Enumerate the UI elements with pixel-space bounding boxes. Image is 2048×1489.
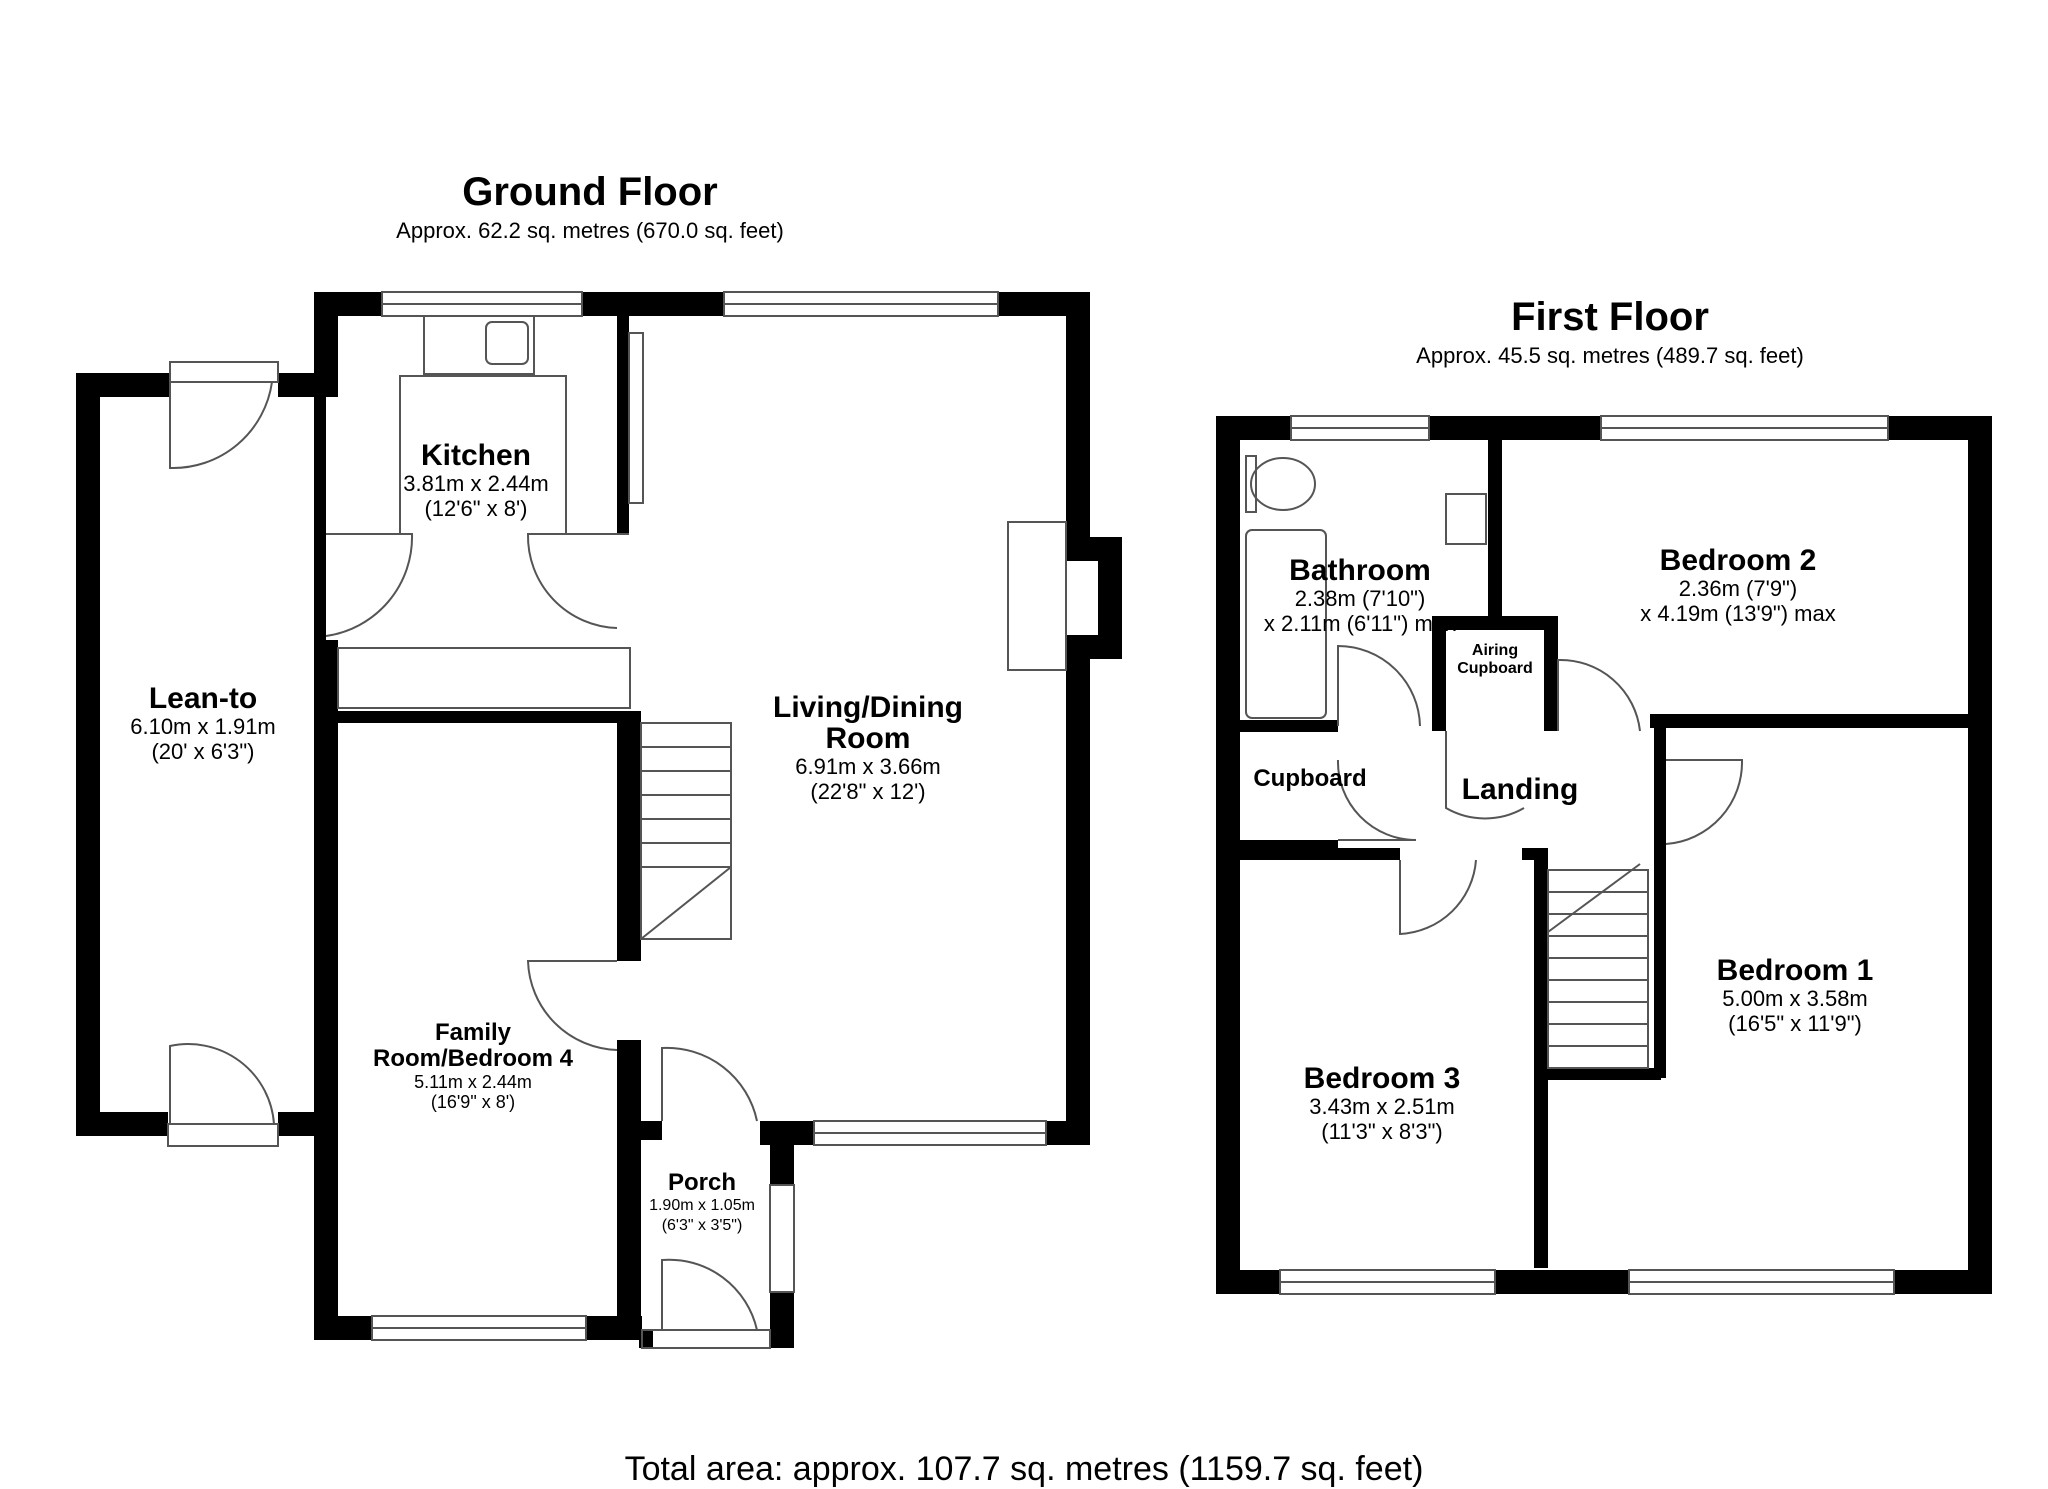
room-porch: Porch 1.90m x 1.05m (6'3" x 3'5") <box>649 1170 755 1236</box>
room-name: Porch <box>667 1169 737 1196</box>
room-family-bedroom-4: Family Room/Bedroom 4 5.11m x 2.44m (16'… <box>372 1019 574 1113</box>
room-bathroom: Bathroom 2.38m (7'10") x 2.11m (6'11") m… <box>1264 555 1456 636</box>
room-dimensions: 5.11m x 2.44m <box>414 1072 532 1092</box>
room-name: Kitchen <box>420 439 532 472</box>
first-floor-area: Approx. 45.5 sq. metres (489.7 sq. feet) <box>1416 343 1804 368</box>
room-dimensions-imperial: (11'3" x 8'3") <box>1321 1119 1443 1144</box>
room-dimensions-imperial: (16'9" x 8') <box>430 1092 516 1112</box>
room-landing: Landing <box>1462 774 1579 805</box>
room-dimensions-imperial: x 2.11m (6'11") max <box>1263 611 1457 636</box>
first-floor-title: First Floor <box>1511 295 1709 339</box>
room-name-line2: Room/Bedroom 4 <box>372 1045 574 1072</box>
total-area-caption: Total area: approx. 107.7 sq. metres (11… <box>624 1450 1424 1488</box>
room-dimensions-imperial: x 4.19m (13'9") max <box>1640 601 1836 626</box>
ground-floor-walls <box>76 292 1122 1348</box>
room-name-line2: Room <box>825 722 911 755</box>
room-living-dining: Living/Dining Room 6.91m x 3.66m (22'8" … <box>773 692 963 804</box>
fixtures <box>167 291 1895 1349</box>
room-dimensions-imperial: (16'5" x 11'9") <box>1728 1011 1862 1036</box>
room-name-line1: Airing <box>1471 642 1519 659</box>
room-dimensions: 1.90m x 1.05m <box>649 1197 755 1214</box>
room-name: Lean-to <box>148 682 258 715</box>
ground-floor-title: Ground Floor <box>462 170 718 214</box>
room-bedroom-1: Bedroom 1 5.00m x 3.58m (16'5" x 11'9") <box>1717 955 1874 1036</box>
room-name: Bedroom 2 <box>1659 544 1817 577</box>
ground-floor-area: Approx. 62.2 sq. metres (670.0 sq. feet) <box>396 218 784 243</box>
room-dimensions: 6.10m x 1.91m <box>130 714 276 739</box>
room-name-line1: Family <box>434 1019 512 1046</box>
room-dimensions: 2.38m (7'10") <box>1294 586 1426 611</box>
room-dimensions: 6.91m x 3.66m <box>795 754 941 779</box>
room-lean-to: Lean-to 6.10m x 1.91m (20' x 6'3") <box>130 683 276 764</box>
first-floor-walls <box>1216 416 1992 1294</box>
room-name-line2: Cupboard <box>1457 660 1533 677</box>
room-bedroom-2: Bedroom 2 2.36m (7'9") x 4.19m (13'9") m… <box>1640 545 1835 626</box>
room-dimensions-imperial: (12'6" x 8') <box>424 496 528 521</box>
room-dimensions-imperial: (6'3" x 3'5") <box>661 1217 743 1234</box>
room-bedroom-3: Bedroom 3 3.43m x 2.51m (11'3" x 8'3") <box>1304 1063 1461 1144</box>
room-dimensions: 3.43m x 2.51m <box>1309 1094 1455 1119</box>
room-name: Bathroom <box>1289 554 1431 587</box>
room-name-line1: Living/Dining <box>773 691 963 724</box>
room-dimensions: 2.36m (7'9") <box>1678 576 1798 601</box>
room-dimensions-imperial: (22'8" x 12') <box>810 779 926 804</box>
room-name: Bedroom 3 <box>1303 1062 1461 1095</box>
room-dimensions: 3.81m x 2.44m <box>403 471 549 496</box>
room-airing-cupboard: Airing Cupboard <box>1457 642 1533 678</box>
room-cupboard: Cupboard <box>1253 766 1366 792</box>
room-dimensions-imperial: (20' x 6'3") <box>151 739 255 764</box>
room-name: Bedroom 1 <box>1716 954 1874 987</box>
room-name: Landing <box>1461 773 1579 806</box>
room-dimensions: 5.00m x 3.58m <box>1722 986 1868 1011</box>
room-kitchen: Kitchen 3.81m x 2.44m (12'6" x 8') <box>403 440 549 521</box>
room-name: Cupboard <box>1253 765 1367 792</box>
